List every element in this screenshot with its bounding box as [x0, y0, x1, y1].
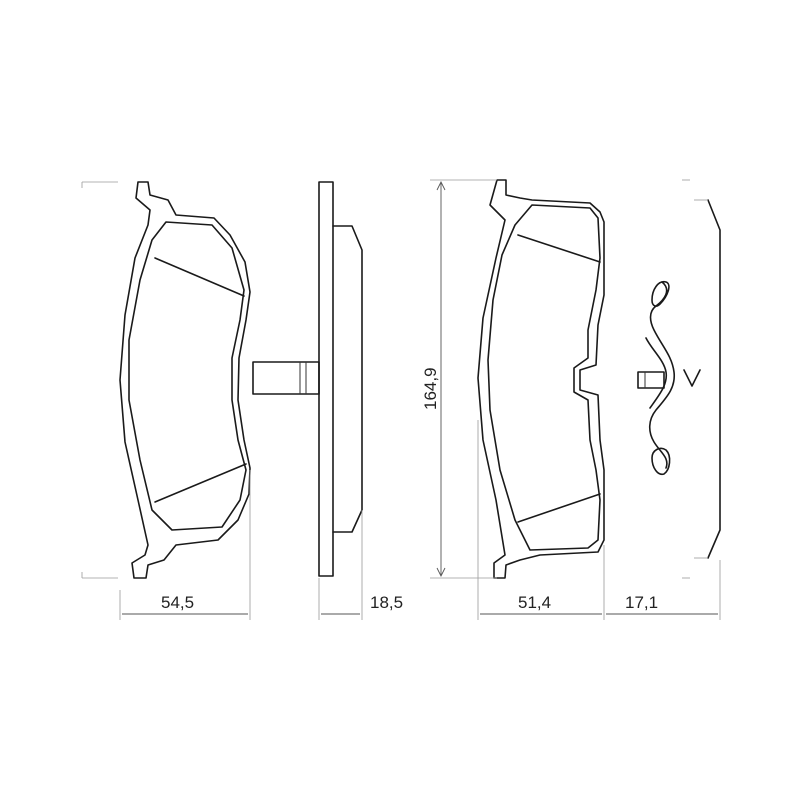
left-pad-side-pin	[252, 361, 320, 395]
right-pad-friction-material	[487, 204, 601, 551]
dim-pad-thickness-right: 17,1	[625, 593, 658, 612]
left-pad-backing-plate	[119, 181, 251, 579]
left-pad-side-view	[252, 181, 363, 577]
left-pad-front-view	[119, 181, 251, 579]
dim-pad-thickness-left: 18,5	[370, 593, 403, 612]
left-pad-side-friction	[332, 225, 363, 533]
left-pad-side-backing	[318, 181, 334, 577]
right-pad-side-pin	[637, 371, 665, 389]
right-pad-clip-spring	[637, 179, 721, 579]
left-pad-friction-material	[128, 221, 247, 531]
right-pad-side-outline	[707, 199, 721, 559]
dim-pad-width-right: 51,4	[518, 593, 551, 612]
wear-indicator-v	[683, 369, 701, 387]
clip-spring-bottom-loop	[651, 447, 671, 476]
right-pad-backing-plate	[477, 179, 605, 579]
left-pad-groove-top	[154, 257, 245, 297]
right-pad-groove-bottom	[517, 493, 601, 523]
dimension-lines	[122, 180, 718, 615]
dimension-labels: 54,5 18,5 51,4 17,1 164,9	[161, 367, 658, 612]
extension-lines	[81, 179, 721, 620]
right-pad-groove-top	[517, 234, 601, 263]
clip-spring-inner	[645, 337, 668, 409]
clip-spring-wire	[648, 281, 676, 469]
clip-spring-top-loop	[651, 280, 670, 307]
dim-pad-height: 164,9	[421, 367, 440, 410]
left-pad-groove-bottom	[154, 463, 247, 503]
dim-pad-width-left: 54,5	[161, 593, 194, 612]
right-pad-front-view	[477, 179, 605, 579]
